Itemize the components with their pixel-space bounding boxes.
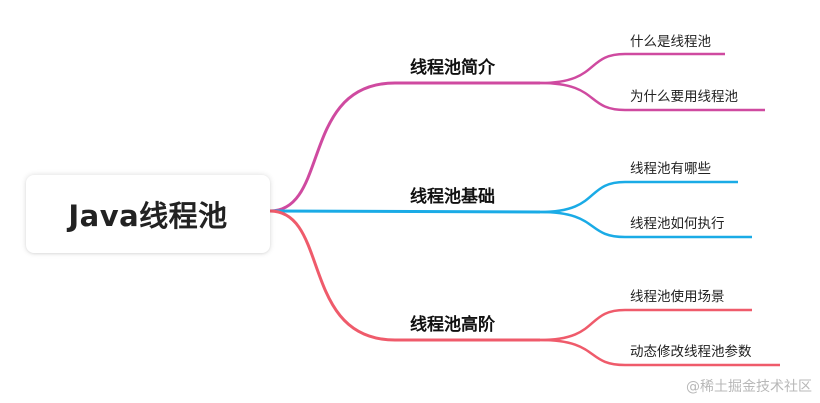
connector-branch-advanced-to-leaf-1	[539, 308, 752, 342]
connector-root-to-branch-basics	[269, 209, 541, 214]
connector-branch-intro-to-leaf-2	[539, 81, 765, 112]
connector-branch-intro-to-leaf-1	[539, 52, 725, 85]
leaf-label-dynamic-config[interactable]: 动态修改线程池参数	[630, 344, 752, 360]
branch-label-intro[interactable]: 线程池简介	[410, 58, 495, 78]
root-node[interactable]: Java线程池	[26, 175, 270, 253]
connector-root-to-branch-advanced	[269, 209, 540, 342]
connector-branch-basics-to-leaf-1	[539, 180, 738, 214]
leaf-label-threadpool-execution[interactable]: 线程池如何执行	[630, 216, 725, 232]
watermark: @稀土掘金技术社区	[686, 379, 812, 395]
branch-label-basics[interactable]: 线程池基础	[410, 187, 495, 207]
connector-root-to-branch-intro	[269, 81, 540, 213]
leaf-label-why-use-threadpool[interactable]: 为什么要用线程池	[630, 89, 738, 105]
branch-label-advanced[interactable]: 线程池高阶	[410, 315, 495, 335]
leaf-label-what-is-threadpool[interactable]: 什么是线程池	[630, 34, 711, 50]
connector-branch-basics-to-leaf-2	[539, 210, 752, 239]
leaf-label-threadpool-use-cases[interactable]: 线程池使用场景	[630, 289, 725, 305]
connector-branch-advanced-to-leaf-2	[539, 338, 780, 367]
leaf-label-threadpool-types[interactable]: 线程池有哪些	[630, 161, 711, 177]
root-label: Java线程池	[68, 199, 228, 233]
